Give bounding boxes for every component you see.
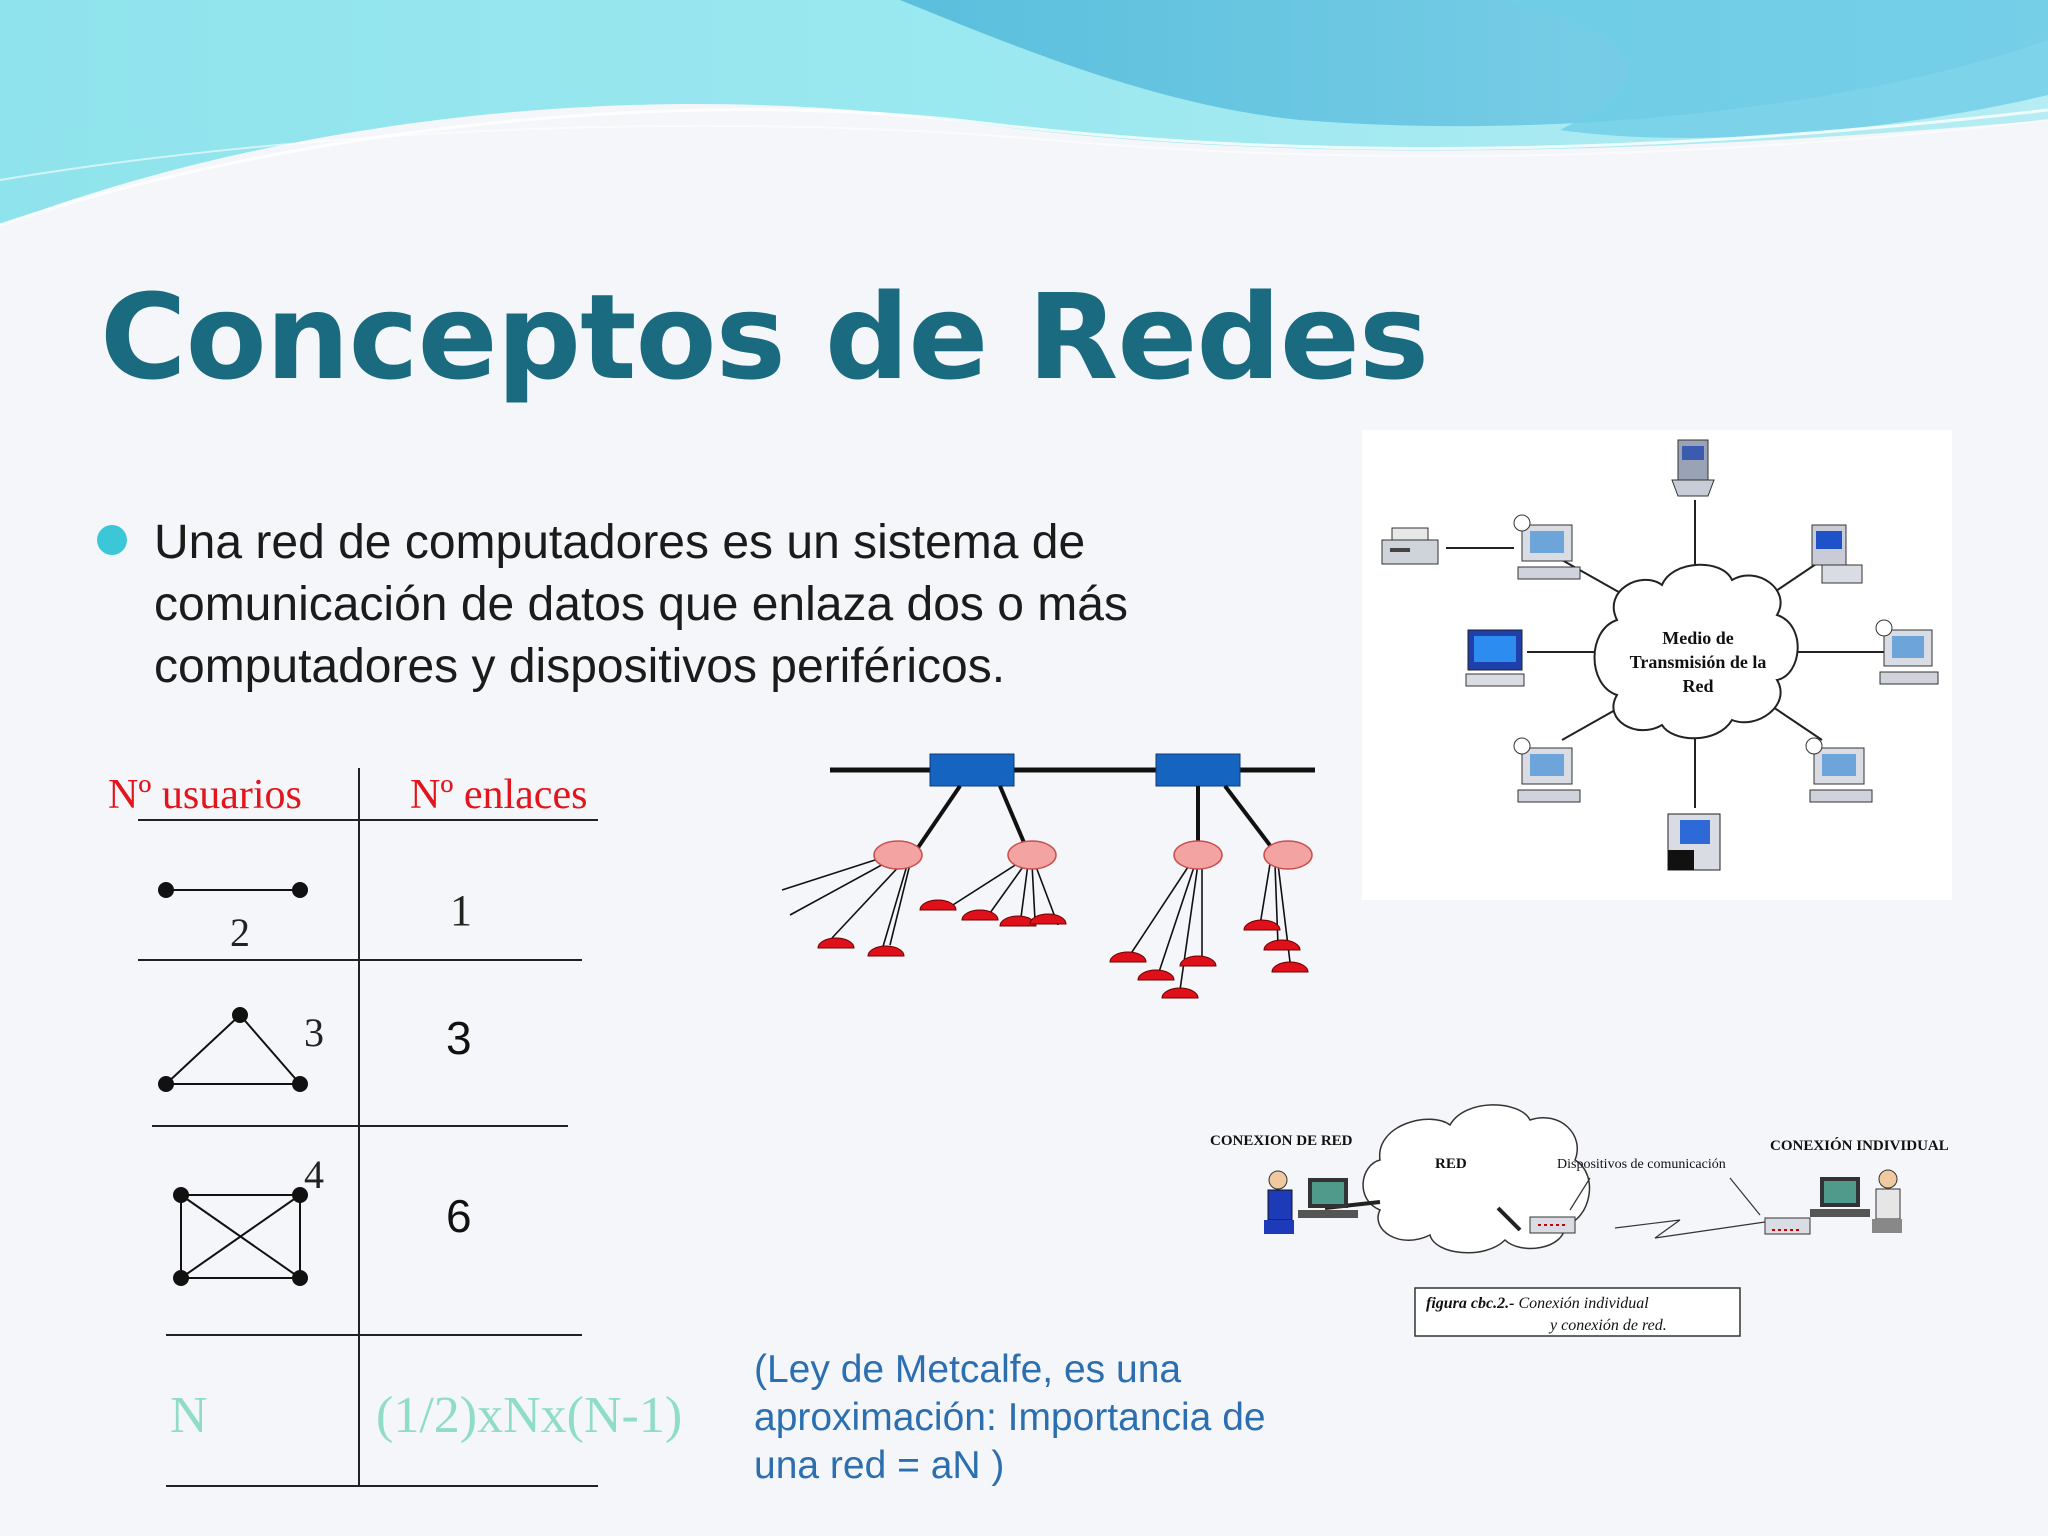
server-icon [1671, 439, 1715, 497]
modem-icon [1529, 1216, 1576, 1234]
user-at-computer-icon [1264, 1170, 1358, 1234]
phone-icon [961, 909, 999, 921]
row-links-value: 6 [446, 1190, 472, 1242]
phone-icon [1029, 913, 1067, 925]
bullet-icon [97, 525, 127, 555]
workstation-icon [1513, 514, 1581, 580]
user-at-computer-icon [1810, 1169, 1902, 1233]
figure-caption-box [1414, 1287, 1741, 1337]
hub-node [873, 840, 923, 870]
cloud-label-line1: Medio de [1662, 628, 1734, 648]
transmission-cloud [1593, 563, 1799, 740]
hub-node [1263, 840, 1313, 870]
row-users-label: 2 [230, 910, 250, 955]
phone-icon [1109, 951, 1147, 963]
switch-icon [929, 753, 1015, 787]
printer-icon [1381, 527, 1439, 565]
workstation-icon [1811, 524, 1863, 584]
network-star-diagram: Medio de Transmisión de la Red [1362, 430, 1952, 900]
switch-icon [1155, 753, 1241, 787]
devices-label: Dispositivos de comunicación [1557, 1157, 1726, 1172]
phone-icon [1137, 969, 1175, 981]
phone-icon [1243, 919, 1281, 931]
phone-icon [867, 945, 905, 957]
phone-icon [1263, 939, 1301, 951]
header-wave-decoration [0, 0, 2048, 227]
graph-three-nodes [158, 1007, 308, 1092]
tree-network-diagram [781, 753, 1315, 999]
row-users-label: 4 [304, 1152, 324, 1197]
hub-node [1007, 840, 1057, 870]
phone-icon [1271, 961, 1309, 973]
modem-icon [1764, 1217, 1811, 1235]
phone-icon [919, 899, 957, 911]
links-table: Nº usuarios Nº enlaces 2 1 3 3 4 6 N (1/… [108, 768, 682, 1487]
row-users-label: 3 [304, 1010, 324, 1055]
row-links-value: 1 [450, 886, 472, 935]
hub-node [1173, 840, 1223, 870]
figure-caption-line1: figura cbc.2.- Conexión individual [1426, 1295, 1649, 1312]
header-links: Nº enlaces [410, 772, 587, 818]
monitor-icon [1465, 629, 1525, 687]
cloud-label-line2: Transmisión de la [1630, 652, 1767, 672]
cloud-label-line3: Red [1683, 676, 1714, 696]
bullet-text: Una red de computadores es un sistema de… [154, 516, 1128, 693]
general-links: (1/2)xNx(N-1) [376, 1387, 682, 1444]
individual-connection-label: CONEXIÓN INDIVIDUAL [1770, 1137, 1949, 1154]
figure-caption-text: Conexión individual [1514, 1295, 1649, 1312]
figure-caption-line2: y conexión de red. [1548, 1317, 1667, 1334]
metcalfe-note: (Ley de Metcalfe, es una aproximación: I… [754, 1348, 1266, 1487]
workstation-icon [1805, 737, 1873, 803]
figure-caption-ref: figura cbc.2.- [1426, 1295, 1514, 1312]
connection-diagram: CONEXION DE RED CONEXIÓN INDIVIDUAL RED … [1210, 1104, 1949, 1337]
network-connection-label: CONEXION DE RED [1210, 1133, 1353, 1149]
phone-icon [1179, 955, 1217, 967]
phone-icon [1161, 987, 1199, 999]
header-users: Nº usuarios [108, 772, 302, 818]
slide-title: Conceptos de Redes [100, 268, 1429, 406]
workstation-icon [1513, 737, 1581, 803]
workstation-icon [1875, 619, 1939, 685]
network-cloud-label: RED [1435, 1156, 1467, 1172]
graph-four-nodes [173, 1187, 308, 1286]
backup-drive-icon [1667, 813, 1721, 871]
row-links-value: 3 [446, 1012, 472, 1064]
general-users: N [170, 1387, 208, 1444]
graph-two-nodes [158, 882, 308, 898]
phone-icon [817, 937, 855, 949]
